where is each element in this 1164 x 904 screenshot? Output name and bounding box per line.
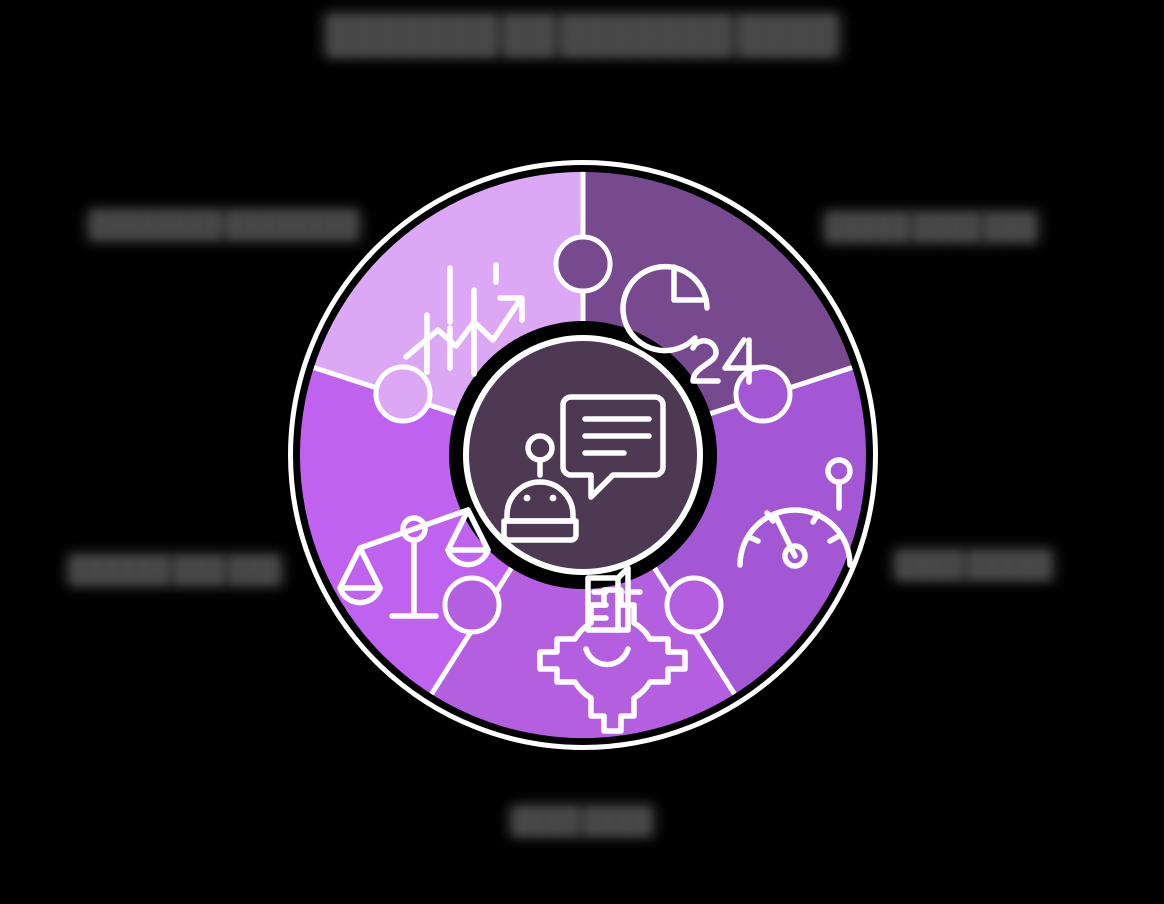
speedometer-gauge-icon xyxy=(737,457,853,569)
chatbot-speech-bubble-icon xyxy=(501,394,666,543)
puzzle-wheel-diagram xyxy=(288,160,878,750)
puzzle-knob-upper-left-outline xyxy=(373,364,433,424)
segment-label-automation-text: ████ ████ xyxy=(514,808,650,833)
puzzle-knob-upper-right-outline xyxy=(733,364,793,424)
puzzle-knob-lower-right-fill xyxy=(669,580,719,630)
segment-label-availability-text: █████ ████ ███ xyxy=(828,214,1035,239)
puzzle-knob-upper-left-fill xyxy=(378,369,428,419)
clock-24-icon xyxy=(620,263,760,385)
puzzle-knob-lower-right-outline xyxy=(664,575,724,635)
puzzle-knob-lower-left-outline xyxy=(442,575,502,635)
puzzle-knob-top-outline xyxy=(553,234,613,294)
segment-label-availability: █████ ████ ███ xyxy=(828,214,1034,240)
segment-label-analytics-text: ████████ ████████ xyxy=(92,212,357,237)
page-title: ███████ ██ ███████ ████ xyxy=(329,16,836,54)
gear-document-icon xyxy=(537,565,688,734)
segment-automation[interactable] xyxy=(409,455,757,750)
wheel-knob-outlines xyxy=(373,234,793,635)
puzzle-knob-top-fill xyxy=(558,239,608,289)
wheel-knob-fills xyxy=(378,239,788,630)
wheel-outer-outline xyxy=(288,160,878,750)
segment-label-performance-text: ████ █████ xyxy=(898,552,1050,577)
segment-label-performance: ████ █████ xyxy=(898,552,1049,578)
segment-label-automation: ████ ████ xyxy=(514,808,649,834)
page-title-text: ███████ ██ ███████ ████ xyxy=(328,16,836,53)
puzzle-knob-upper-right-fill xyxy=(738,369,788,419)
growth-chart-arrow-icon xyxy=(403,262,525,377)
segment-label-compliance-text: ██████ ███ ███ xyxy=(72,557,279,582)
puzzle-knob-lower-left-fill xyxy=(447,580,497,630)
segment-label-analytics: ████████ ████████ xyxy=(92,212,356,238)
segment-label-compliance: ██████ ███ ███ xyxy=(72,557,278,583)
balance-scales-icon xyxy=(337,507,491,619)
